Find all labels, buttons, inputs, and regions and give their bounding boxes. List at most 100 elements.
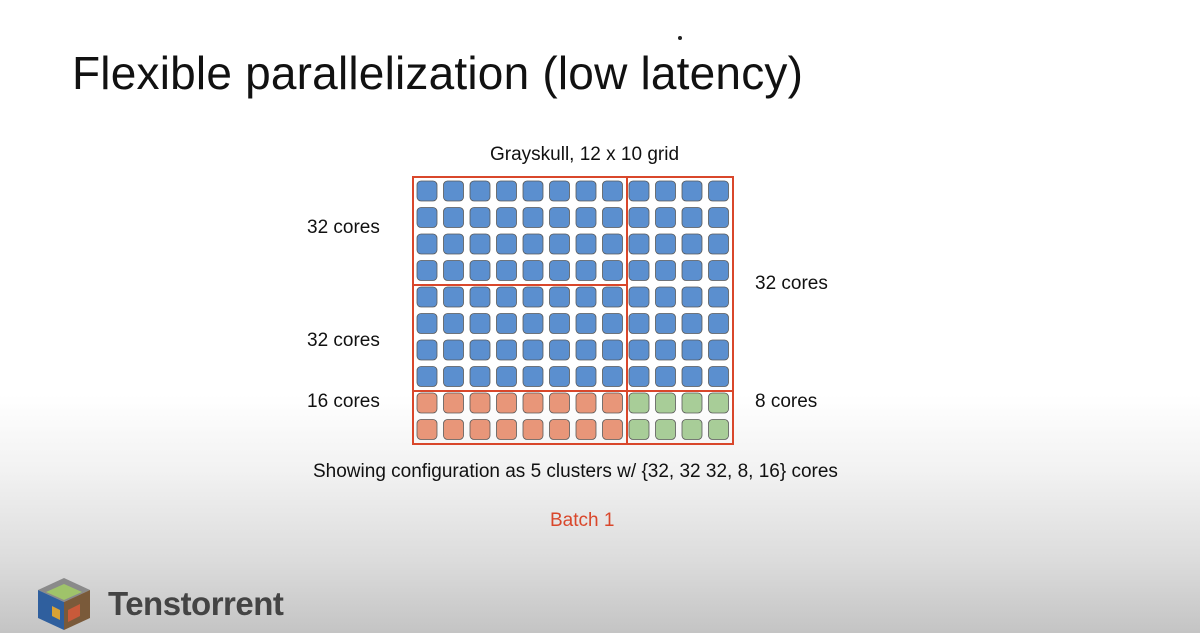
- core-cell-bottom-right: [628, 392, 650, 414]
- core-cell-middle-left: [496, 366, 517, 387]
- core-cell-top-left: [522, 233, 544, 255]
- label-right-top: 32 cores: [755, 273, 828, 294]
- mouse-cursor-dot: [678, 36, 682, 40]
- core-cell-right: [681, 313, 703, 334]
- core-cell-bottom-left: [416, 419, 438, 440]
- core-cell-top-left: [549, 207, 570, 228]
- core-cell-bottom-left: [522, 419, 544, 440]
- core-cell-top-left: [469, 260, 491, 281]
- core-cell-top-left: [549, 260, 570, 281]
- core-cell-middle-left: [469, 339, 491, 361]
- core-cell-middle-left: [469, 366, 491, 387]
- core-cell-right: [628, 339, 650, 361]
- core-cell-right: [708, 366, 729, 387]
- core-cell-middle-left: [575, 366, 597, 387]
- batch-label: Batch 1: [550, 510, 615, 531]
- core-cell-middle-left: [469, 313, 491, 334]
- configuration-caption: Showing configuration as 5 clusters w/ {…: [313, 461, 838, 482]
- grid-border: [412, 176, 734, 445]
- core-cell-top-left: [575, 233, 597, 255]
- core-cell-right: [655, 313, 676, 334]
- core-cell-top-left: [496, 233, 517, 255]
- core-cell-bottom-right: [628, 419, 650, 440]
- core-cell-top-left: [575, 207, 597, 228]
- core-cell-right: [708, 233, 729, 255]
- core-cell-top-left: [602, 180, 623, 202]
- core-cell-top-left: [549, 233, 570, 255]
- core-cell-right: [628, 180, 650, 202]
- core-cell-right: [655, 207, 676, 228]
- brand-name: Tenstorrent: [108, 585, 284, 622]
- core-cell-bottom-right: [708, 419, 729, 440]
- core-cell-top-left: [522, 260, 544, 281]
- core-cell-middle-left: [602, 339, 623, 361]
- core-cell-right: [628, 286, 650, 308]
- slide-title: Flexible parallelization (low latency): [72, 47, 804, 99]
- core-cell-right: [708, 339, 729, 361]
- core-cell-bottom-right: [655, 419, 676, 440]
- core-cell-right: [655, 366, 676, 387]
- core-cell-middle-left: [522, 366, 544, 387]
- core-cell-top-left: [443, 233, 464, 255]
- core-cell-middle-left: [496, 313, 517, 334]
- core-cell-top-left: [469, 180, 491, 202]
- core-cell-bottom-right: [681, 392, 703, 414]
- core-cell-top-left: [443, 207, 464, 228]
- core-cell-right: [681, 286, 703, 308]
- core-cell-top-left: [469, 207, 491, 228]
- core-cell-middle-left: [575, 313, 597, 334]
- core-cell-top-left: [443, 180, 464, 202]
- core-cell-top-left: [416, 207, 438, 228]
- label-left-top: 32 cores: [307, 217, 380, 238]
- core-cell-right: [655, 339, 676, 361]
- core-cell-middle-left: [416, 286, 438, 308]
- core-cell-middle-left: [443, 313, 464, 334]
- core-cell-middle-left: [443, 339, 464, 361]
- core-cell-bottom-left: [416, 392, 438, 414]
- core-cell-middle-left: [575, 339, 597, 361]
- core-cell-bottom-right: [681, 419, 703, 440]
- core-cell-middle-left: [443, 286, 464, 308]
- core-cell-middle-left: [496, 339, 517, 361]
- core-cell-middle-left: [522, 339, 544, 361]
- core-cell-top-left: [496, 260, 517, 281]
- core-cell-top-left: [416, 233, 438, 255]
- core-cell-middle-left: [522, 313, 544, 334]
- core-cell-right: [628, 366, 650, 387]
- core-cell-middle-left: [416, 313, 438, 334]
- core-cell-bottom-left: [549, 392, 570, 414]
- core-cell-bottom-left: [549, 419, 570, 440]
- core-cell-bottom-left: [469, 392, 491, 414]
- core-cell-top-left: [549, 180, 570, 202]
- core-cell-right: [708, 313, 729, 334]
- core-cell-middle-left: [496, 286, 517, 308]
- core-cell-bottom-left: [602, 392, 623, 414]
- core-cell-top-left: [575, 260, 597, 281]
- core-cell-right: [681, 207, 703, 228]
- core-cell-top-left: [602, 207, 623, 228]
- core-cell-bottom-right: [655, 392, 676, 414]
- core-cell-top-left: [602, 260, 623, 281]
- core-cell-bottom-left: [469, 419, 491, 440]
- core-cell-bottom-left: [496, 392, 517, 414]
- core-cell-right: [681, 260, 703, 281]
- core-cell-right: [628, 207, 650, 228]
- core-cell-top-left: [575, 180, 597, 202]
- core-cell-top-left: [496, 207, 517, 228]
- core-cell-middle-left: [549, 366, 570, 387]
- core-cell-right: [681, 180, 703, 202]
- core-cell-middle-left: [549, 339, 570, 361]
- core-cell-top-left: [416, 260, 438, 281]
- core-cell-right: [708, 286, 729, 308]
- core-cell-bottom-left: [575, 419, 597, 440]
- core-cell-middle-left: [443, 366, 464, 387]
- core-cell-top-left: [522, 207, 544, 228]
- core-cell-middle-left: [602, 366, 623, 387]
- core-cell-bottom-left: [496, 419, 517, 440]
- core-cell-bottom-left: [602, 419, 623, 440]
- core-cell-top-left: [602, 233, 623, 255]
- core-cell-middle-left: [575, 286, 597, 308]
- core-cell-right: [628, 233, 650, 255]
- core-cell-right: [655, 233, 676, 255]
- core-cell-bottom-left: [522, 392, 544, 414]
